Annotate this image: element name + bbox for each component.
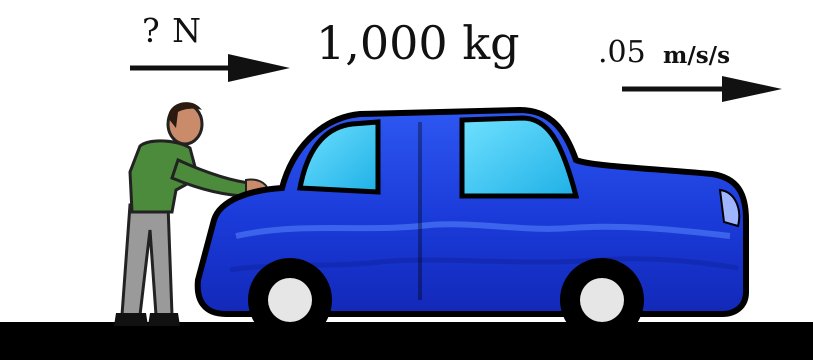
acceleration-value: .05 xyxy=(598,38,646,68)
acceleration-arrow xyxy=(622,76,782,102)
ground xyxy=(0,322,813,360)
force-label: ? N xyxy=(142,14,202,47)
car xyxy=(198,110,746,342)
force-arrow xyxy=(130,54,290,82)
acceleration-unit: m/s/s xyxy=(663,44,730,67)
mass-label: 1,000 kg xyxy=(316,20,520,66)
